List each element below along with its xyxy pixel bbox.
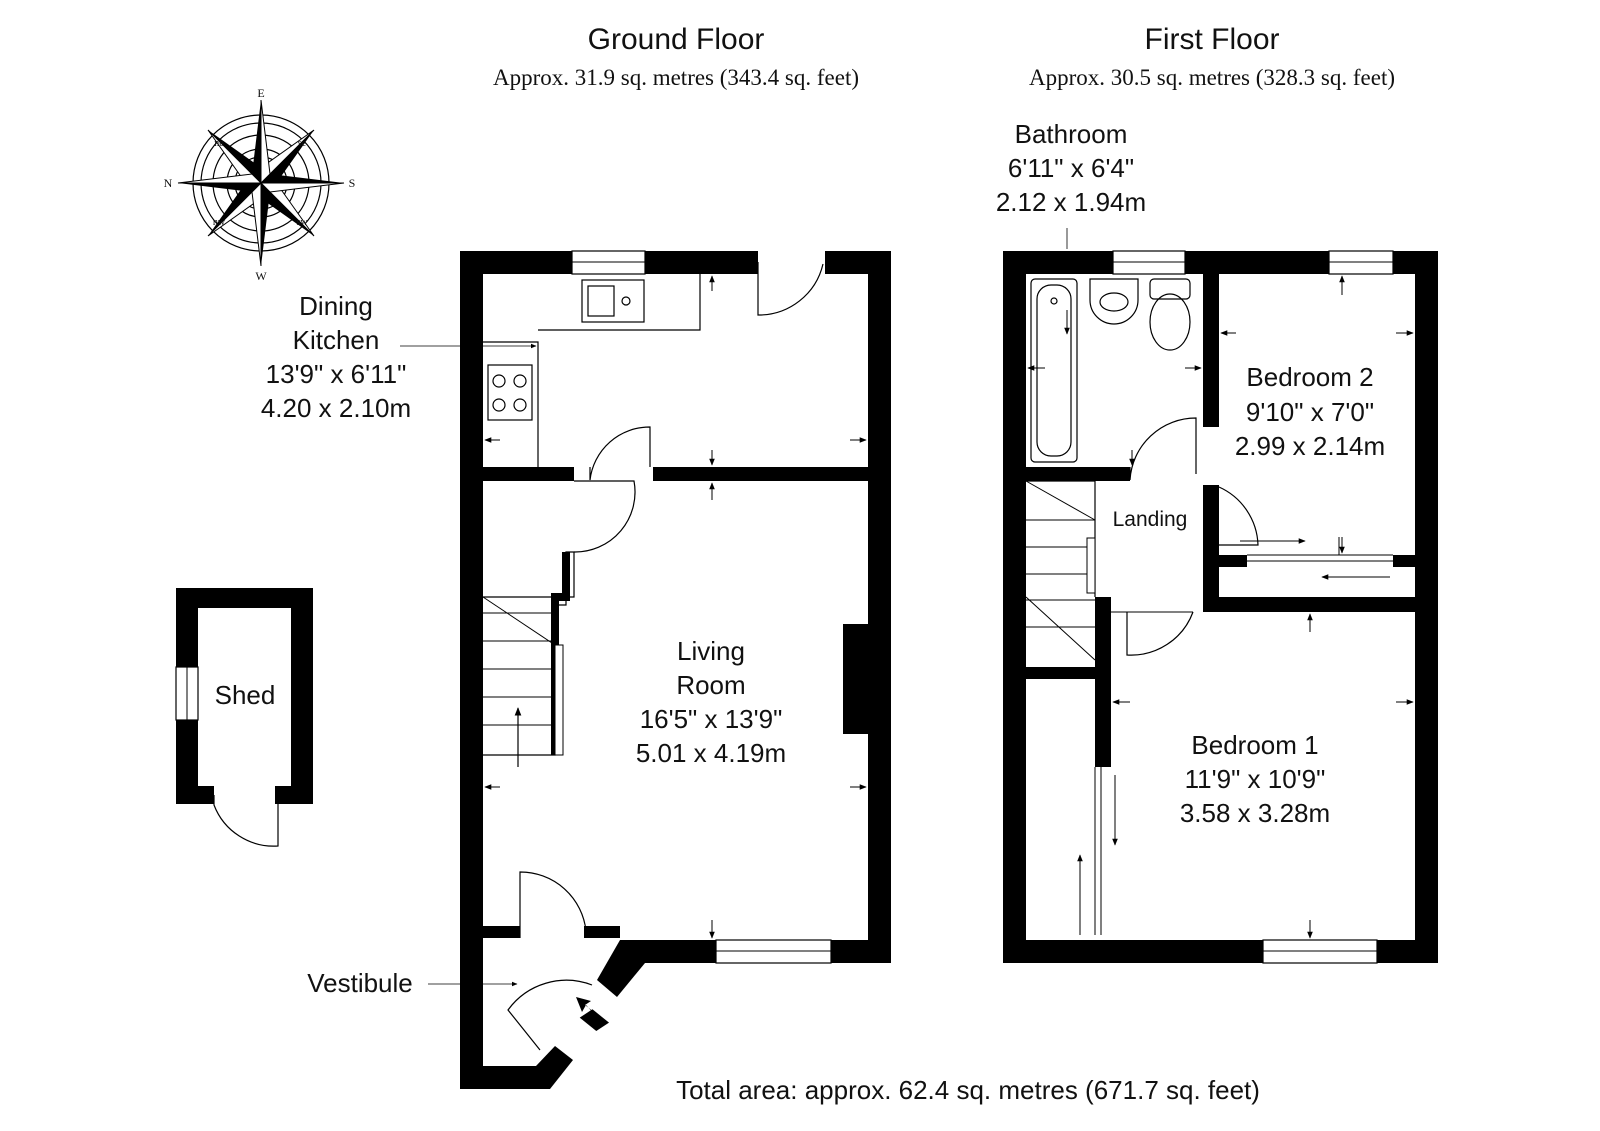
shed-label: Shed: [215, 680, 276, 710]
total-area: Total area: approx. 62.4 sq. metres (671…: [676, 1075, 1260, 1105]
dining-kitchen-metric: 4.20 x 2.10m: [261, 393, 411, 423]
first-floor-area: Approx. 30.5 sq. metres (328.3 sq. feet): [1029, 65, 1395, 90]
first-floor-plan: Bathroom 6'11" x 6'4" 2.12 x 1.94m Bedro…: [996, 119, 1438, 964]
bedroom-1-metric: 3.58 x 3.28m: [1180, 798, 1330, 828]
landing-label: Landing: [1113, 508, 1188, 531]
compass-rose-icon: E W N S ne se sw nw: [164, 86, 356, 283]
living-room-label-line2: Room: [676, 670, 745, 700]
vestibule-label: Vestibule: [307, 968, 413, 998]
bedroom-1-imperial: 11'9" x 10'9": [1185, 764, 1326, 794]
compass-s-label: S: [349, 176, 356, 190]
living-room-imperial: 16'5" x 13'9": [640, 704, 783, 734]
bathroom-imperial: 6'11" x 6'4": [1008, 153, 1134, 183]
ground-floor-area: Approx. 31.9 sq. metres (343.4 sq. feet): [493, 65, 859, 90]
bedroom-2-label: Bedroom 2: [1246, 362, 1373, 392]
bedroom-2-metric: 2.99 x 2.14m: [1235, 431, 1385, 461]
first-floor-title: First Floor: [1145, 23, 1280, 56]
compass-nw-label: nw: [213, 217, 226, 228]
living-room-label-line1: Living: [677, 636, 745, 666]
dining-kitchen-label-line1: Dining: [299, 291, 373, 321]
compass-sw-label: sw: [296, 217, 308, 228]
ground-floor-plan: Dining Kitchen 13'9" x 6'11" 4.20 x 2.10…: [261, 250, 891, 1089]
dining-kitchen-imperial: 13'9" x 6'11": [266, 359, 407, 389]
compass-n-label: N: [164, 176, 173, 190]
living-room-metric: 5.01 x 4.19m: [636, 738, 786, 768]
bedroom-1-label: Bedroom 1: [1191, 730, 1318, 760]
bedroom-2-imperial: 9'10" x 7'0": [1246, 397, 1374, 427]
compass-se-label: se: [298, 138, 307, 149]
ground-floor-title: Ground Floor: [588, 23, 765, 56]
compass-e-label: E: [257, 86, 264, 100]
shed-plan: Shed: [175, 588, 313, 847]
compass-w-label: W: [255, 269, 267, 283]
dining-kitchen-label-line2: Kitchen: [293, 325, 380, 355]
bathroom-metric: 2.12 x 1.94m: [996, 187, 1146, 217]
bathroom-label: Bathroom: [1015, 119, 1128, 149]
compass-ne-label: ne: [214, 138, 224, 149]
